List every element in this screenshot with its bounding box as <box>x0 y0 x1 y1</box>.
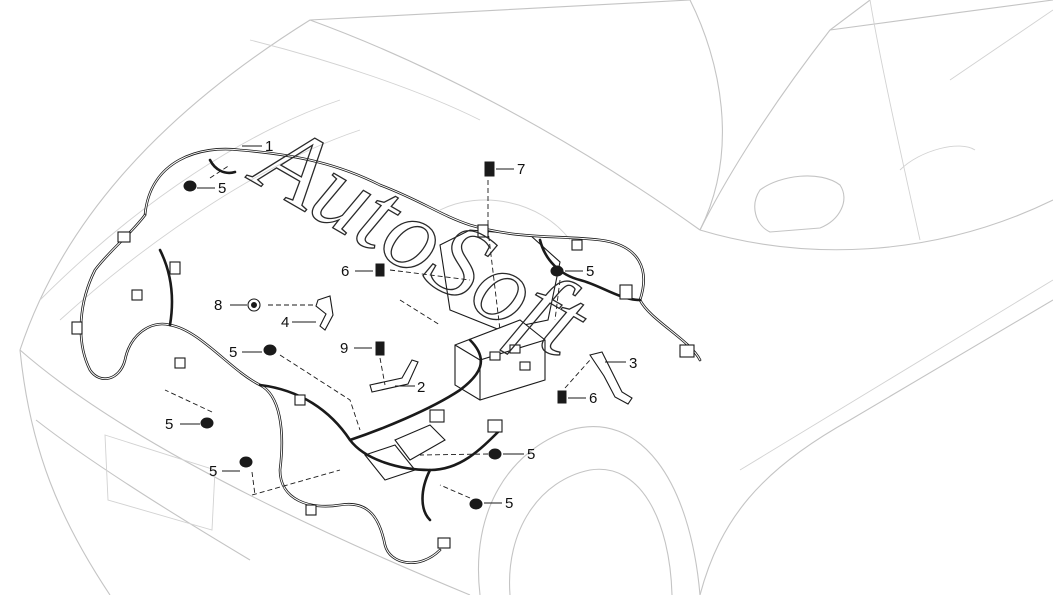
clip-5d <box>239 456 253 468</box>
brackets <box>315 295 633 405</box>
callout-5: 5 <box>505 495 513 512</box>
watermark-text: AutoSoft <box>233 97 608 380</box>
callout-3: 3 <box>629 355 637 372</box>
callout-2: 2 <box>417 379 425 396</box>
callout-1: 1 <box>265 138 273 155</box>
alignment-lines <box>164 164 591 499</box>
clip-5f <box>469 498 483 510</box>
bolt-6b <box>557 390 567 404</box>
bracket-2 <box>369 359 419 393</box>
clip-5b <box>263 344 277 356</box>
callout-5: 5 <box>218 180 226 197</box>
callout-9: 9 <box>340 340 348 357</box>
clip-5a <box>183 180 197 192</box>
bracket-4 <box>315 295 334 331</box>
engine-components <box>364 229 561 481</box>
callout-7: 7 <box>517 161 525 178</box>
callout-labels: 1 2 3 4 5 5 5 5 5 5 5 6 6 7 8 9 <box>165 138 637 512</box>
callout-6: 6 <box>589 390 597 407</box>
bolt-6a <box>375 263 385 277</box>
fasteners <box>183 161 567 510</box>
watermark: AutoSoft <box>233 97 609 381</box>
callout-4: 4 <box>281 314 289 331</box>
bolt-7 <box>484 161 495 177</box>
leader-lines <box>180 145 626 504</box>
callout-5: 5 <box>586 263 594 280</box>
clip-5c <box>200 417 214 429</box>
clip-5g <box>550 265 564 277</box>
callout-6: 6 <box>341 263 349 280</box>
wiring-harness <box>71 147 702 565</box>
clip-5e <box>488 448 502 460</box>
callout-5: 5 <box>229 344 237 361</box>
callout-5: 5 <box>165 416 173 433</box>
callout-8: 8 <box>214 297 222 314</box>
callout-5: 5 <box>527 446 535 463</box>
callout-5: 5 <box>209 463 217 480</box>
vehicle-body-outline <box>19 0 1053 595</box>
bracket-3 <box>589 351 633 405</box>
bolt-9 <box>375 341 385 356</box>
